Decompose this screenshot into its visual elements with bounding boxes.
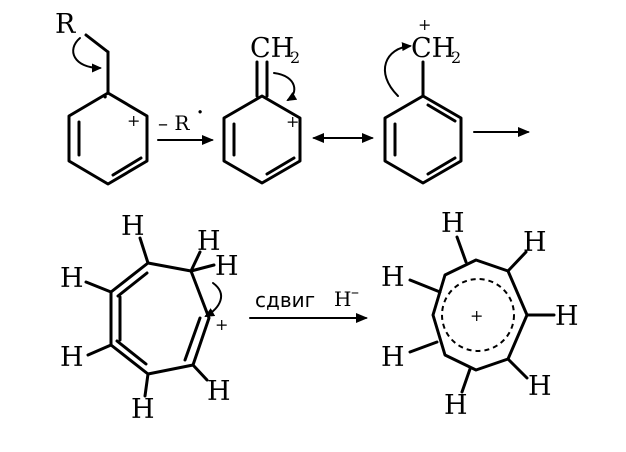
ch-bond (191, 363, 209, 382)
curved-arrow (72, 37, 102, 73)
ch-bond (143, 372, 150, 398)
double-bond (265, 156, 296, 176)
substituent-r: R (55, 9, 76, 40)
hydrogen: H (444, 390, 468, 421)
hydrogen: H (215, 251, 239, 282)
hydrogen: H (528, 371, 552, 402)
ring-3 (383, 94, 463, 185)
hydrogen: H (207, 376, 231, 407)
reagent-label: – R (158, 111, 190, 135)
charge-label: + (215, 315, 228, 334)
ch2-group: CH (250, 33, 294, 64)
ch-bond (460, 367, 472, 394)
ch-bond (455, 235, 468, 264)
charge-label: + (286, 112, 299, 131)
radical-dot: · (196, 98, 204, 128)
reaction-arrow-1: – R · (157, 98, 214, 145)
double-bond (115, 339, 148, 366)
ch-bond (86, 343, 113, 357)
double-bond (116, 271, 149, 298)
hydride-charge: – (351, 282, 359, 301)
ch2-subscript: 2 (290, 48, 300, 67)
hydrogen: H (523, 227, 547, 258)
charge-label: + (127, 111, 140, 130)
hydrogen: H (60, 342, 84, 373)
ch-bond (138, 236, 150, 265)
reaction-arrow-3: сдвиг H – (249, 282, 368, 323)
ch-bond (408, 340, 439, 354)
shifted-hydride: H (334, 287, 351, 311)
hydrogen: H (381, 262, 405, 293)
ch2-subscript: 2 (451, 48, 461, 67)
charge-label: + (470, 306, 483, 325)
r-bond (84, 33, 110, 54)
hydrogen: H (131, 394, 155, 425)
structure-cycloheptatriene-cation: H H H H H H H + (60, 211, 239, 425)
hydrogen: H (197, 226, 221, 257)
structure-methylene-cation: CH 2 + (222, 33, 302, 185)
structure-tropylium: + H H H H H H H (381, 208, 579, 421)
hydrogen: H (121, 211, 145, 242)
hydrogen: H (555, 301, 579, 332)
ring-1 (67, 91, 149, 186)
double-bond (426, 103, 457, 123)
ring-5 (431, 258, 529, 372)
ch-bond (506, 357, 529, 380)
condition-label: сдвиг (255, 288, 315, 312)
double-bond (111, 156, 143, 177)
double-bond (426, 156, 457, 176)
hydrogen: H (60, 263, 84, 294)
structure-benzyl-cation: + CH 2 (383, 15, 463, 185)
hydrogen: H (441, 208, 465, 239)
structure-alkylbenzene-ion: R · + (55, 9, 149, 186)
ch-bond (408, 278, 442, 294)
ring-2 (222, 94, 302, 185)
curved-arrow (383, 42, 412, 97)
aromatic-circle (441, 278, 515, 352)
double-bond (183, 316, 202, 362)
ch-bond (84, 280, 113, 294)
ring-4 (109, 261, 211, 376)
charge-label: + (418, 15, 431, 34)
ch2-group: CH (411, 33, 455, 64)
radical-dot: · (101, 83, 109, 113)
hydrogen: H (381, 342, 405, 373)
ch-bond (189, 250, 202, 273)
ch-bond (189, 263, 216, 273)
curved-arrow (273, 72, 298, 102)
ch-bond (506, 250, 528, 273)
curved-arrow (204, 282, 223, 317)
